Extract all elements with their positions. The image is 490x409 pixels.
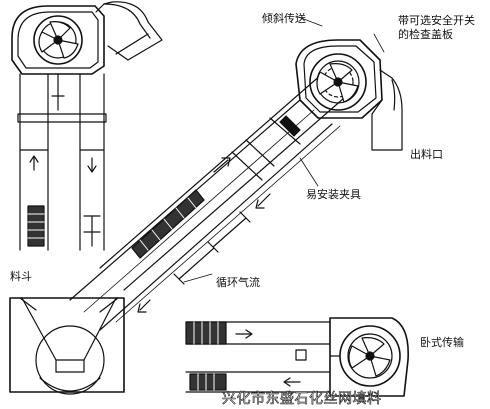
label-clamp: 易安装夹具 xyxy=(306,188,361,201)
watermark: 兴化市东盛石化丝网填料 xyxy=(222,391,382,408)
vertical-conveyor xyxy=(11,1,163,251)
label-inspection-cover: 带可选安全开关的检查盖板 xyxy=(398,14,475,41)
inclined-conveyor xyxy=(69,39,403,331)
leader-lines xyxy=(183,15,385,283)
label-hopper: 料斗 xyxy=(10,270,32,283)
label-outlet: 出料口 xyxy=(410,148,443,161)
label-inclined-transfer: 倾斜传送 xyxy=(262,12,306,25)
label-circulating-airflow: 循环气流 xyxy=(216,276,260,289)
label-horizontal-transfer: 卧式传输 xyxy=(420,336,464,349)
hopper xyxy=(9,297,125,395)
horizontal-conveyor xyxy=(185,317,409,397)
